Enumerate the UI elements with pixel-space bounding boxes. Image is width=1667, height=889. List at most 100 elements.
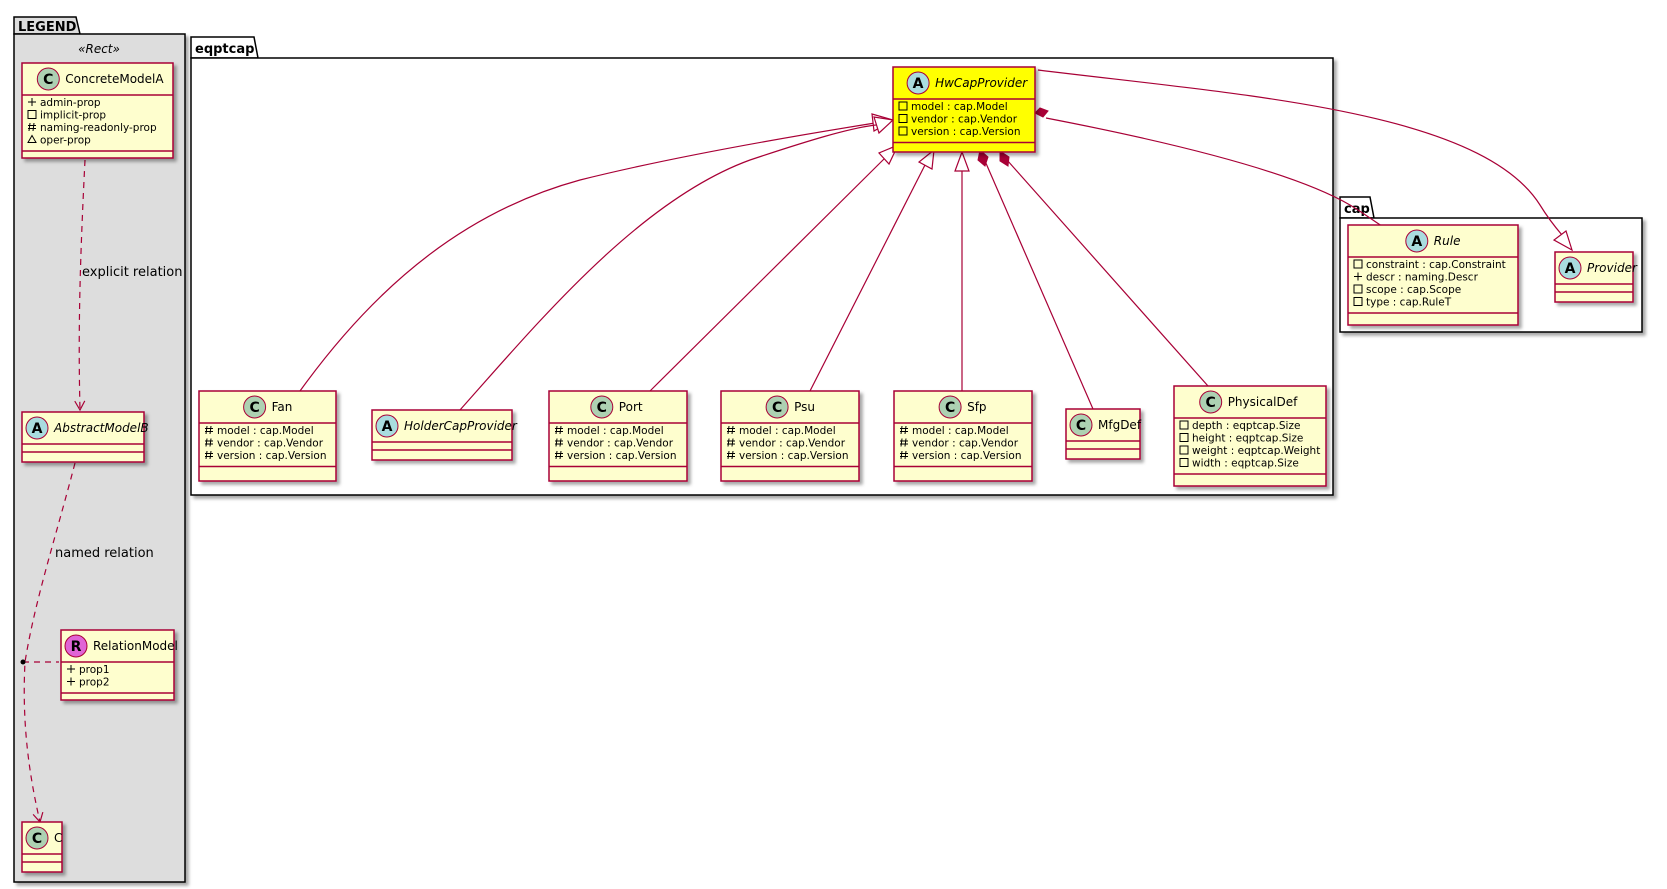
class-relationmodel-badge-letter: R bbox=[71, 639, 82, 655]
class-c-badge-letter: C bbox=[32, 831, 42, 847]
class-provider-badge-letter: A bbox=[1565, 261, 1576, 277]
visibility-public-icon bbox=[28, 98, 36, 106]
class-icon bbox=[1199, 390, 1223, 414]
attribute-text: implicit-prop bbox=[40, 110, 106, 122]
class-psu-badge-letter: C bbox=[772, 400, 782, 416]
class-provider-name: Provider bbox=[1587, 261, 1638, 275]
class-icon bbox=[36, 67, 60, 91]
class-concretemodela-attribute: naming-readonly-prop bbox=[28, 122, 157, 134]
attribute-text: descr : naming.Descr bbox=[1366, 272, 1479, 284]
class-concretemodela-badge-letter: C bbox=[43, 72, 53, 88]
class-fan-attribute: version : cap.Version bbox=[205, 450, 327, 462]
visibility-protected-icon bbox=[900, 450, 908, 460]
visibility-private-icon bbox=[1353, 284, 1363, 294]
class-rule-attribute: scope : cap.Scope bbox=[1353, 284, 1461, 296]
abstract-class-icon bbox=[1558, 256, 1582, 280]
class-hwcapprovider-box bbox=[892, 66, 1036, 153]
visibility-private-icon bbox=[898, 114, 908, 123]
class-concretemodela-attribute: implicit-prop bbox=[27, 110, 106, 122]
edge-hwcapprovider-provider bbox=[1037, 69, 1563, 236]
class-psu-attribute: vendor : cap.Vendor bbox=[727, 438, 846, 450]
edge-hwcapprovider-physicaldef bbox=[1006, 159, 1209, 387]
class-holdercapprovider[interactable]: A HolderCapProvider bbox=[371, 409, 518, 461]
class-hwcapprovider-name: HwCapProvider bbox=[935, 76, 1028, 90]
class-fan-name: Fan bbox=[272, 400, 293, 414]
attribute-text: constraint : cap.Constraint bbox=[1366, 259, 1506, 271]
visibility-private-icon bbox=[898, 126, 908, 136]
class-fan-attribute: vendor : cap.Vendor bbox=[205, 438, 324, 450]
class-c-name: C bbox=[54, 831, 62, 845]
class-provider[interactable]: A Provider bbox=[1554, 251, 1638, 303]
attribute-text: weight : eqptcap.Weight bbox=[1192, 445, 1320, 457]
class-rule-attribute: constraint : cap.Constraint bbox=[1353, 259, 1506, 271]
attribute-text: type : cap.RuleT bbox=[1366, 297, 1452, 309]
attribute-text: version : cap.Version bbox=[912, 450, 1022, 462]
class-holdercapprovider-name: HolderCapProvider bbox=[404, 419, 518, 433]
visibility-private-icon bbox=[1353, 297, 1363, 306]
edge-port-hwcapprovider bbox=[649, 157, 886, 392]
visibility-protected-icon bbox=[205, 450, 213, 460]
association-point bbox=[20, 659, 26, 665]
class-rule-name: Rule bbox=[1434, 234, 1461, 248]
label-named-relation: named relation bbox=[55, 546, 154, 561]
edge-psu-hwcapprovider-arrowhead bbox=[917, 148, 935, 170]
visibility-package-icon bbox=[27, 134, 37, 143]
edge-named-relation bbox=[23, 462, 76, 824]
class-psu-attribute: model : cap.Model bbox=[727, 425, 836, 437]
visibility-protected-icon bbox=[900, 425, 908, 435]
visibility-protected-icon bbox=[28, 122, 36, 132]
edge-holder-hwcapprovider bbox=[459, 124, 877, 411]
class-port-attribute: model : cap.Model bbox=[555, 425, 664, 437]
class-sfp-badge-letter: C bbox=[945, 400, 955, 416]
package-eqptcap-title: eqptcap bbox=[195, 42, 254, 57]
class-fan-badge-letter: C bbox=[249, 400, 259, 416]
attribute-text: version : cap.Version bbox=[217, 450, 327, 462]
class-icon bbox=[765, 395, 789, 419]
visibility-protected-icon bbox=[727, 450, 735, 460]
visibility-protected-icon bbox=[205, 425, 213, 435]
class-physicaldef-badge-letter: C bbox=[1206, 395, 1216, 411]
attribute-text: model : cap.Model bbox=[567, 425, 664, 437]
abstract-class-icon bbox=[906, 71, 930, 95]
visibility-private-icon bbox=[27, 110, 37, 119]
class-sfp-attribute: vendor : cap.Vendor bbox=[900, 438, 1019, 450]
attribute-text: model : cap.Model bbox=[739, 425, 836, 437]
attribute-text: admin-prop bbox=[40, 97, 101, 109]
class-holdercapprovider-badge-letter: A bbox=[382, 419, 393, 435]
class-port-attribute: vendor : cap.Vendor bbox=[555, 438, 674, 450]
attribute-text: model : cap.Model bbox=[217, 425, 314, 437]
class-port-attribute: version : cap.Version bbox=[555, 450, 677, 462]
visibility-protected-icon bbox=[205, 438, 213, 447]
attribute-text: model : cap.Model bbox=[912, 425, 1009, 437]
visibility-private-icon bbox=[1179, 445, 1189, 455]
attribute-text: vendor : cap.Vendor bbox=[217, 438, 324, 450]
legend-stereotype: «Rect» bbox=[78, 42, 120, 56]
attribute-text: scope : cap.Scope bbox=[1366, 284, 1461, 296]
class-physicaldef-name: PhysicalDef bbox=[1228, 395, 1298, 409]
class-psu-name: Psu bbox=[794, 400, 815, 414]
attribute-text: version : cap.Version bbox=[739, 450, 849, 462]
visibility-public-icon bbox=[1354, 272, 1362, 281]
class-relationmodel-attribute: prop1 bbox=[67, 664, 110, 676]
attribute-text: vendor : cap.Vendor bbox=[567, 438, 674, 450]
class-hwcapprovider-badge-letter: A bbox=[913, 76, 924, 92]
attribute-text: prop1 bbox=[79, 664, 110, 676]
abstract-class-icon bbox=[375, 414, 399, 438]
class-psu-attribute: version : cap.Version bbox=[727, 450, 849, 462]
visibility-private-icon bbox=[898, 101, 908, 111]
class-icon bbox=[25, 826, 49, 850]
